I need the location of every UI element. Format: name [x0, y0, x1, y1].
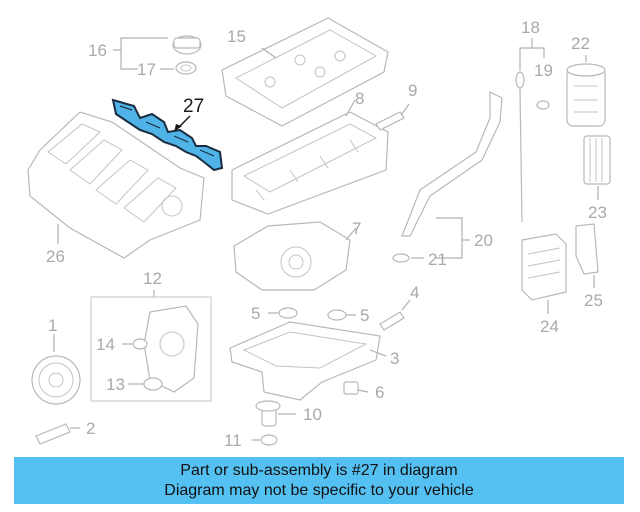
intake-manifold — [27, 111, 205, 259]
callout-5b: 5 — [360, 306, 369, 325]
oil-pan — [229, 321, 387, 401]
callout-1: 1 — [48, 316, 57, 335]
callout-16: 16 — [88, 41, 107, 60]
dipstick — [515, 38, 550, 223]
callout-26: 26 — [46, 247, 65, 266]
callout-4: 4 — [410, 283, 419, 302]
intake-manifold-gasket — [111, 98, 224, 172]
callout-5a: 5 — [251, 304, 260, 323]
crankshaft-pulley — [31, 334, 81, 405]
dipstick-tube — [392, 91, 503, 263]
exploded-parts-diagram: 1 2 3 4 5 5 6 7 8 9 10 11 12 13 14 15 16… — [27, 17, 611, 450]
oil-filler-cap — [113, 35, 202, 75]
callout-10: 10 — [303, 405, 322, 424]
oil-level-sensor — [252, 400, 296, 446]
oil-cooler — [521, 223, 599, 314]
callout-23: 23 — [588, 203, 607, 222]
callout-22: 22 — [571, 34, 590, 53]
callout-6: 6 — [375, 383, 384, 402]
callout-24: 24 — [540, 317, 559, 336]
bolt-4 — [379, 299, 411, 331]
callout-15: 15 — [227, 27, 246, 46]
callout-25: 25 — [584, 291, 603, 310]
callout-7: 7 — [352, 219, 361, 238]
crank-bolt — [35, 423, 80, 445]
timing-cover-group — [90, 290, 212, 402]
bolt-9 — [375, 103, 410, 131]
callout-8: 8 — [355, 89, 364, 108]
callout-2: 2 — [86, 419, 95, 438]
cylinder-head — [231, 99, 389, 215]
callout-12: 12 — [143, 269, 162, 288]
seals — [268, 307, 356, 321]
callout-3: 3 — [390, 349, 399, 368]
valve-cover — [221, 17, 389, 127]
callout-9: 9 — [408, 81, 417, 100]
timing-cover — [233, 221, 357, 291]
drain-plug — [343, 381, 369, 395]
callout-27: 27 — [183, 96, 204, 117]
banner-line-disclaimer: Diagram may not be specific to your vehi… — [164, 482, 474, 499]
callout-11: 11 — [224, 431, 242, 450]
callout-17: 17 — [137, 60, 156, 79]
oil-filter — [566, 55, 611, 200]
callout-20: 20 — [474, 231, 493, 250]
info-banner: Part or sub-assembly is #27 in diagram D… — [14, 457, 624, 504]
banner-line-part: Part or sub-assembly is #27 in diagram — [180, 462, 458, 479]
callout-18: 18 — [521, 18, 540, 37]
callout-21: 21 — [428, 250, 447, 269]
callout-14: 14 — [96, 335, 115, 354]
callout-13: 13 — [106, 375, 125, 394]
callout-19: 19 — [534, 61, 553, 80]
